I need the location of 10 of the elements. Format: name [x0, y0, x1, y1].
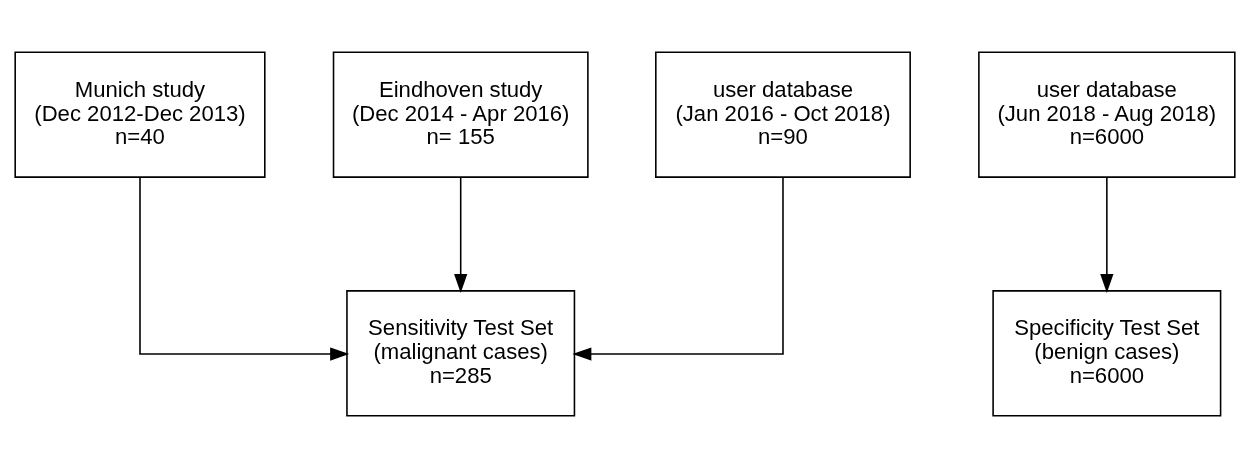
node-box: user database (Jun 2018 - Aug 2018) n=6000 [978, 51, 1236, 178]
arrow [139, 176, 350, 361]
arrow [1100, 176, 1114, 293]
node-box: Eindhoven study (Dec 2014 - Apr 2016) n= 155 [332, 51, 589, 178]
arrow [572, 176, 784, 361]
node-box: Munich study (Dec 2012-Dec 2013) n=40 [14, 51, 266, 178]
node-box: Specificity Test Set (benign cases) n=6000 [992, 289, 1222, 416]
arrow [454, 176, 468, 293]
node-box: user database (Jan 2016 - Oct 2018) n=90 [655, 51, 911, 178]
node-box: Sensitivity Test Set (malignant cases) n=285 [346, 289, 576, 416]
